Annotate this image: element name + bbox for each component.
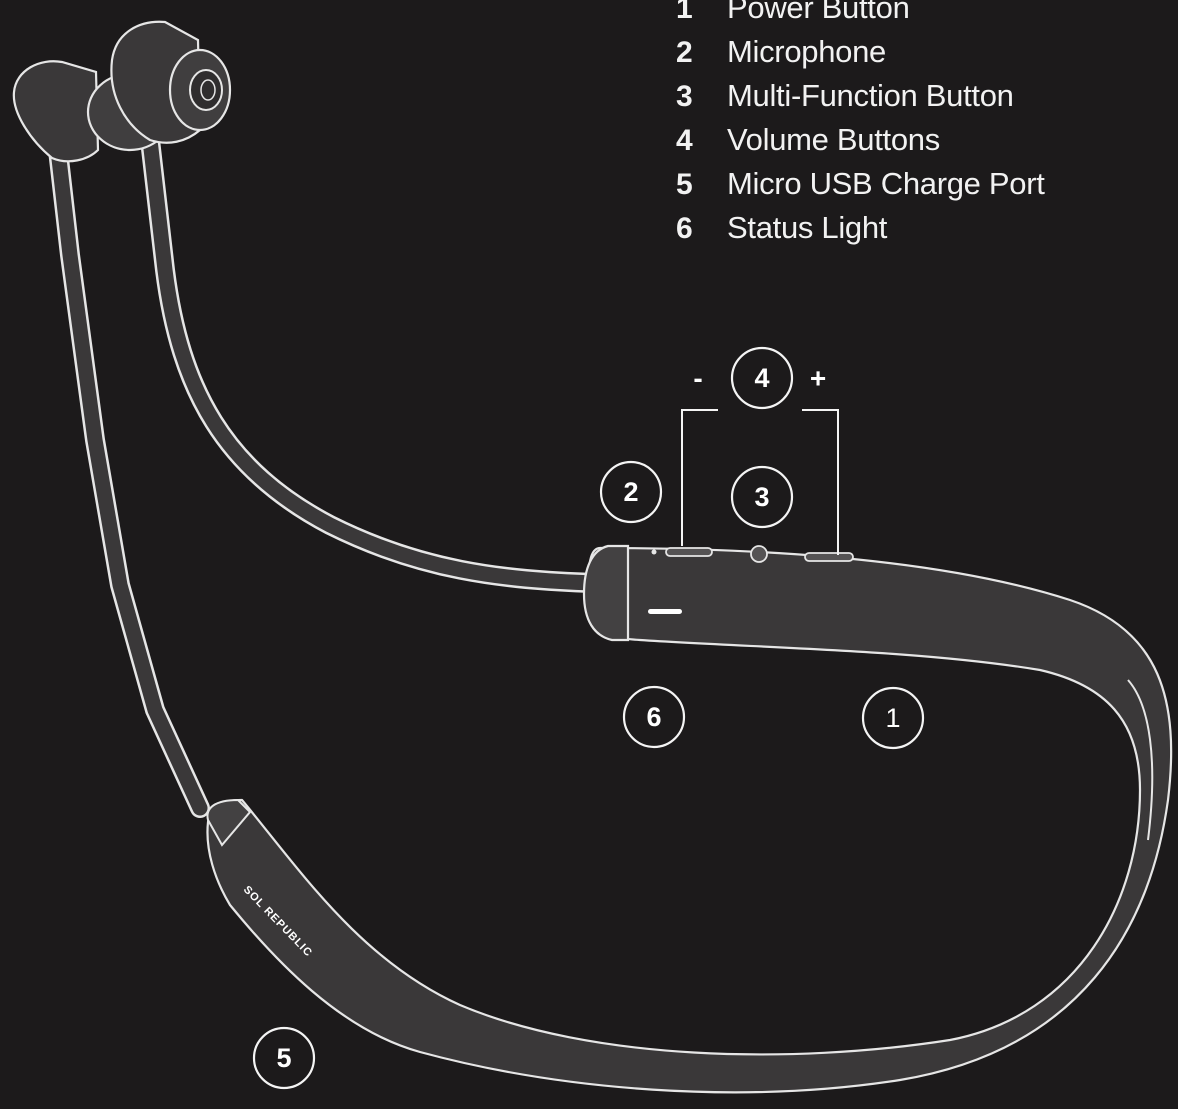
left-cable: [48, 140, 210, 818]
callout-3: 3: [730, 465, 794, 529]
legend-item: 5 Micro USB Charge Port: [676, 162, 1045, 206]
control-module: [582, 544, 630, 642]
callout-4: 4: [730, 346, 794, 410]
microphone-hole: [651, 549, 657, 555]
volume-bracket: [681, 409, 718, 546]
svg-text:2: 2: [623, 477, 638, 507]
svg-text:4: 4: [754, 363, 769, 393]
legend-label: Micro USB Charge Port: [727, 166, 1045, 201]
parts-legend: 1 Power Button 2 Microphone 3 Multi-Func…: [676, 0, 1045, 250]
legend-item: 1 Power Button: [676, 0, 1045, 30]
legend-number: 4: [676, 124, 693, 157]
svg-text:1: 1: [885, 703, 900, 733]
legend-number: 2: [676, 36, 693, 69]
legend-label: Power Button: [727, 0, 910, 25]
multi-function-button: [750, 545, 768, 563]
right-earbud: [110, 20, 232, 144]
callout-6: 6: [622, 685, 686, 749]
legend-label: Status Light: [727, 210, 888, 245]
svg-text:3: 3: [754, 482, 769, 512]
legend-item: 2 Microphone: [676, 30, 1045, 74]
legend-number: 1: [676, 0, 693, 25]
volume-minus-label: -: [693, 363, 702, 394]
svg-text:5: 5: [276, 1043, 291, 1073]
legend-number: 6: [676, 212, 693, 245]
volume-plus-label: +: [810, 363, 826, 394]
legend-label: Multi-Function Button: [727, 78, 1014, 113]
legend-number: 3: [676, 80, 693, 113]
callout-2: 2: [599, 460, 663, 524]
callout-5: 5: [252, 1026, 316, 1090]
legend-item: 3 Multi-Function Button: [676, 74, 1045, 118]
volume-plus-button: [804, 552, 854, 562]
legend-item: 4 Volume Buttons: [676, 118, 1045, 162]
legend-item: 6 Status Light: [676, 206, 1045, 250]
svg-text:6: 6: [646, 702, 661, 732]
legend-label: Volume Buttons: [727, 122, 940, 157]
volume-minus-button: [665, 547, 713, 557]
right-cable: [140, 130, 605, 593]
callout-1: 1: [861, 686, 925, 750]
legend-label: Microphone: [727, 34, 886, 69]
left-endcap: [206, 798, 252, 847]
status-light: [648, 609, 682, 614]
legend-number: 5: [676, 168, 693, 201]
neckband: [206, 546, 1173, 1094]
